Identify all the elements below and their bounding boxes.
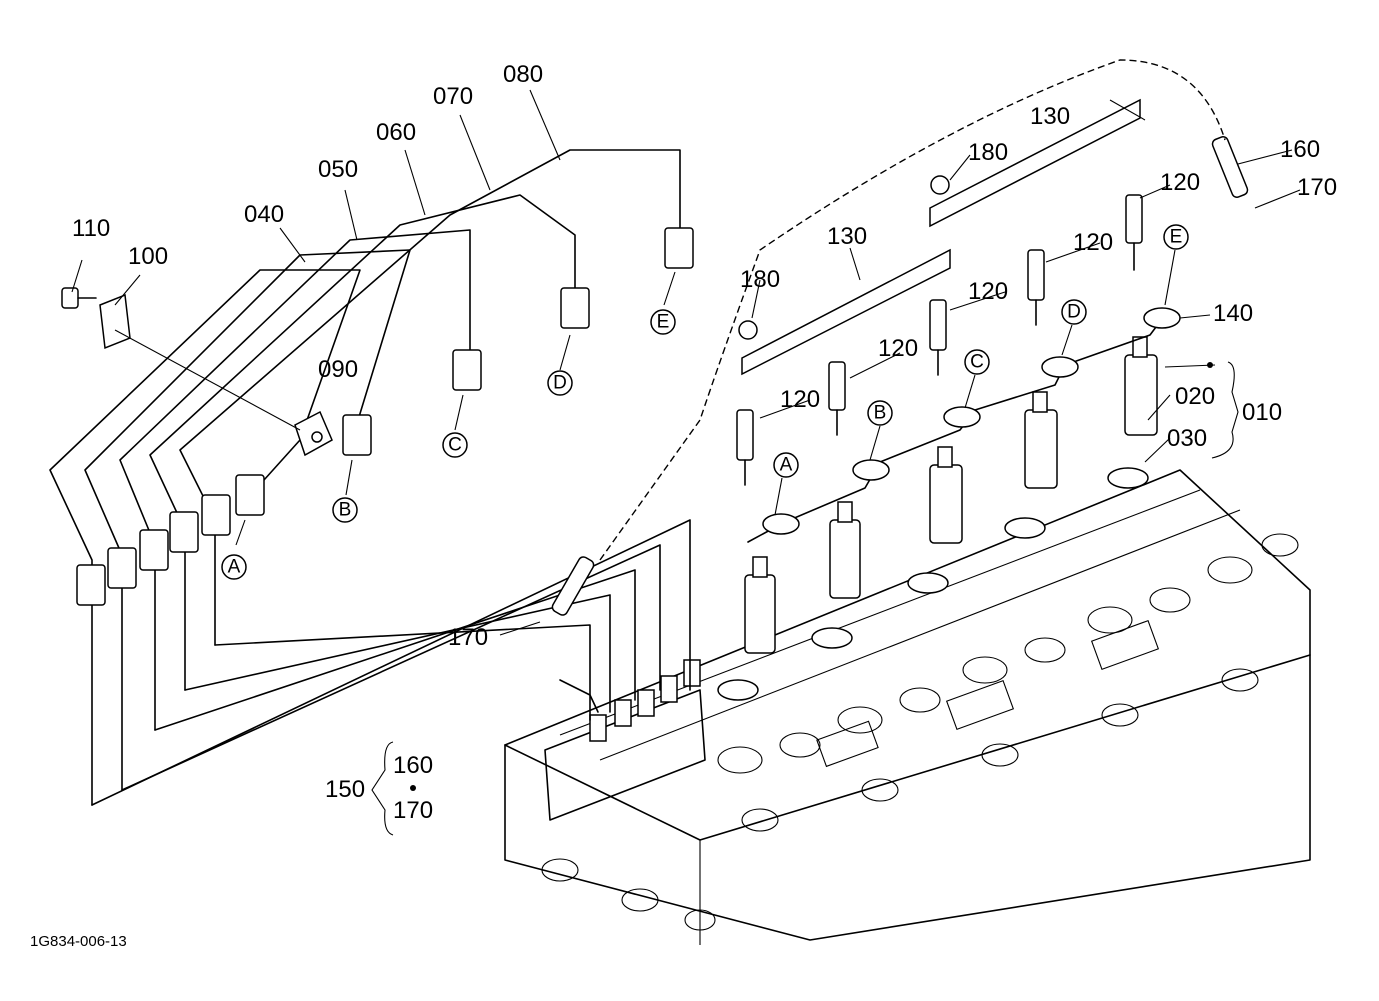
lead-bars bbox=[738, 98, 1141, 376]
callout-100: 100 bbox=[128, 243, 168, 270]
marker-left-a: A bbox=[221, 554, 247, 580]
bolt-110 bbox=[61, 287, 97, 309]
nozzle-1 bbox=[717, 556, 776, 701]
callout-140: 140 bbox=[1213, 300, 1253, 327]
overflow-pipe bbox=[747, 307, 1181, 543]
nozzle-3 bbox=[907, 446, 963, 594]
callout-180-lower: 180 bbox=[740, 266, 780, 293]
callout-170-bracket: 170 bbox=[393, 797, 433, 824]
glow-plugs bbox=[736, 194, 1143, 486]
reference-markers: A B C D E A B C D E bbox=[221, 224, 1189, 580]
marker-left-c: C bbox=[442, 432, 468, 458]
drawing-code: 1G834-006-13 bbox=[30, 933, 127, 950]
nozzle-5 bbox=[1107, 336, 1158, 489]
return-hose bbox=[551, 59, 1249, 616]
pipe-clamp-090 bbox=[294, 410, 333, 457]
callout-120-e: 120 bbox=[1160, 169, 1200, 196]
svg-text:C: C bbox=[448, 435, 462, 456]
injection-pipes bbox=[49, 149, 694, 806]
callout-050: 050 bbox=[318, 156, 358, 183]
callout-120-c: 120 bbox=[968, 278, 1008, 305]
callout-060: 060 bbox=[376, 119, 416, 146]
marker-right-a: A bbox=[773, 452, 799, 478]
callout-150: 150 bbox=[325, 776, 365, 803]
svg-text:C: C bbox=[970, 352, 984, 373]
callout-070: 070 bbox=[433, 83, 473, 110]
marker-left-b: B bbox=[332, 497, 358, 523]
injection-pump-outlets bbox=[544, 659, 706, 821]
callout-010: 010 bbox=[1242, 399, 1282, 426]
callout-180-upper: 180 bbox=[968, 139, 1008, 166]
callout-030: 030 bbox=[1167, 425, 1207, 452]
callout-160-upper: 160 bbox=[1280, 136, 1320, 163]
callout-120-a: 120 bbox=[780, 386, 820, 413]
callout-120-b: 120 bbox=[878, 335, 918, 362]
svg-text:A: A bbox=[780, 455, 793, 476]
callout-090: 090 bbox=[318, 356, 358, 383]
svg-text:D: D bbox=[553, 373, 567, 394]
svg-text:A: A bbox=[228, 557, 241, 578]
injection-nozzles bbox=[717, 336, 1158, 701]
svg-text:D: D bbox=[1067, 302, 1081, 323]
callout-110: 110 bbox=[72, 215, 110, 242]
marker-left-e: E bbox=[650, 309, 676, 335]
svg-text:E: E bbox=[657, 312, 670, 333]
callout-120-d: 120 bbox=[1073, 229, 1113, 256]
callout-160-lower: 160 bbox=[393, 752, 433, 779]
callout-130-lower: 130 bbox=[827, 223, 867, 250]
callout-170-upper: 170 bbox=[1297, 174, 1337, 201]
marker-right-b: B bbox=[867, 400, 893, 426]
nozzle-4 bbox=[1004, 391, 1058, 539]
svg-text:B: B bbox=[874, 403, 887, 424]
callout-130-upper: 130 bbox=[1030, 103, 1070, 130]
marker-left-d: D bbox=[547, 370, 573, 396]
brackets bbox=[371, 361, 1239, 836]
callout-170-lower: 170 bbox=[448, 624, 488, 651]
nozzle-2 bbox=[811, 501, 861, 649]
callout-040: 040 bbox=[244, 201, 284, 228]
leader-lines bbox=[71, 89, 1301, 636]
marker-right-d: D bbox=[1061, 299, 1087, 325]
svg-text:B: B bbox=[339, 500, 352, 521]
callout-080: 080 bbox=[503, 61, 543, 88]
marker-right-e: E bbox=[1163, 224, 1189, 250]
callout-020: 020 bbox=[1175, 383, 1215, 410]
clamp-100 bbox=[99, 293, 301, 431]
marker-right-c: C bbox=[964, 349, 990, 375]
callout-labels: 110 100 040 050 060 070 080 090 130 130 … bbox=[30, 61, 1337, 950]
svg-text:E: E bbox=[1170, 227, 1183, 248]
